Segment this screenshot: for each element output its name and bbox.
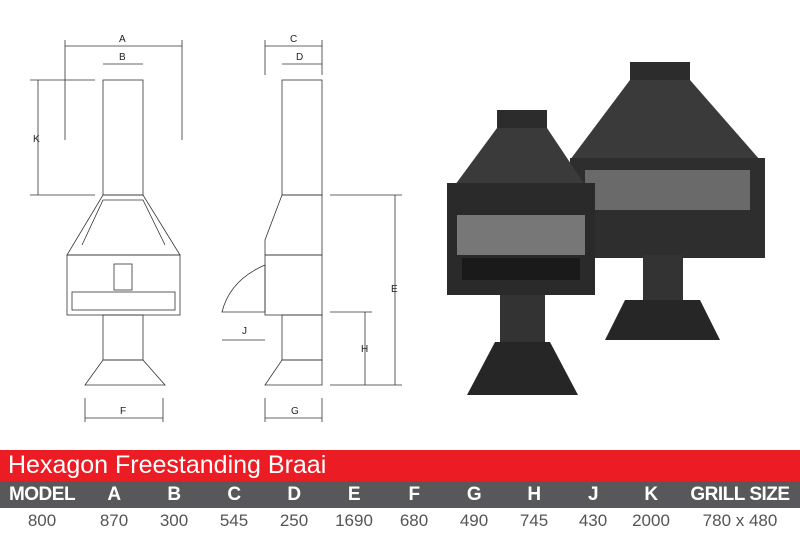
header-cell: K: [644, 484, 658, 505]
product-title: Hexagon Freestanding Braai: [0, 450, 800, 481]
header-cell: B: [167, 484, 181, 505]
front-view: [30, 40, 183, 422]
dimension-label-j: J: [242, 326, 247, 337]
value-cell: 800: [27, 511, 57, 530]
dimension-labels: A B K C D E J H F G: [33, 34, 398, 417]
header-cell: J: [587, 484, 599, 505]
value-cell: 250: [279, 511, 309, 530]
dimension-label-a: A: [119, 34, 126, 45]
value-cell: 545: [219, 511, 249, 530]
value-cell: 430: [578, 511, 608, 530]
value-cell: 870: [99, 511, 129, 530]
dimension-label-b: B: [119, 52, 126, 63]
dimension-label-c: C: [290, 34, 297, 45]
technical-drawing: A B K C D E J H F G: [30, 34, 765, 422]
value-cell: 490: [459, 511, 489, 530]
dimension-label-d: D: [296, 52, 303, 63]
header-cell: D: [287, 484, 301, 505]
value-cell: 2000: [632, 511, 670, 530]
dimension-label-f: F: [120, 406, 126, 417]
spec-table-values: 800 870 300 545 250 1690 680 490 745 430 2000 780 x…: [0, 508, 800, 534]
header-cell: C: [227, 484, 241, 505]
dimension-label-h: H: [361, 344, 368, 355]
header-cell: MODEL: [8, 484, 76, 505]
header-cell: GRILL SIZE: [690, 484, 790, 505]
dimension-label-k: K: [33, 134, 40, 145]
header-cell: A: [107, 484, 121, 505]
product-photo: [447, 62, 765, 395]
value-cell: 745: [519, 511, 549, 530]
header-cell: H: [527, 484, 541, 505]
value-cell: 300: [159, 511, 189, 530]
header-cell: G: [466, 484, 482, 505]
dimension-label-e: E: [391, 284, 398, 295]
value-cell: 680: [399, 511, 429, 530]
dimension-label-g: G: [291, 406, 299, 417]
value-cell: 1690: [335, 511, 373, 530]
value-cell: 780 x 480: [702, 511, 778, 530]
spec-table-header: MODEL A B C D E F G H J K GRILL SIZE: [0, 481, 800, 508]
side-view: [221, 40, 402, 422]
header-cell: E: [347, 484, 361, 505]
header-cell: F: [408, 484, 420, 505]
